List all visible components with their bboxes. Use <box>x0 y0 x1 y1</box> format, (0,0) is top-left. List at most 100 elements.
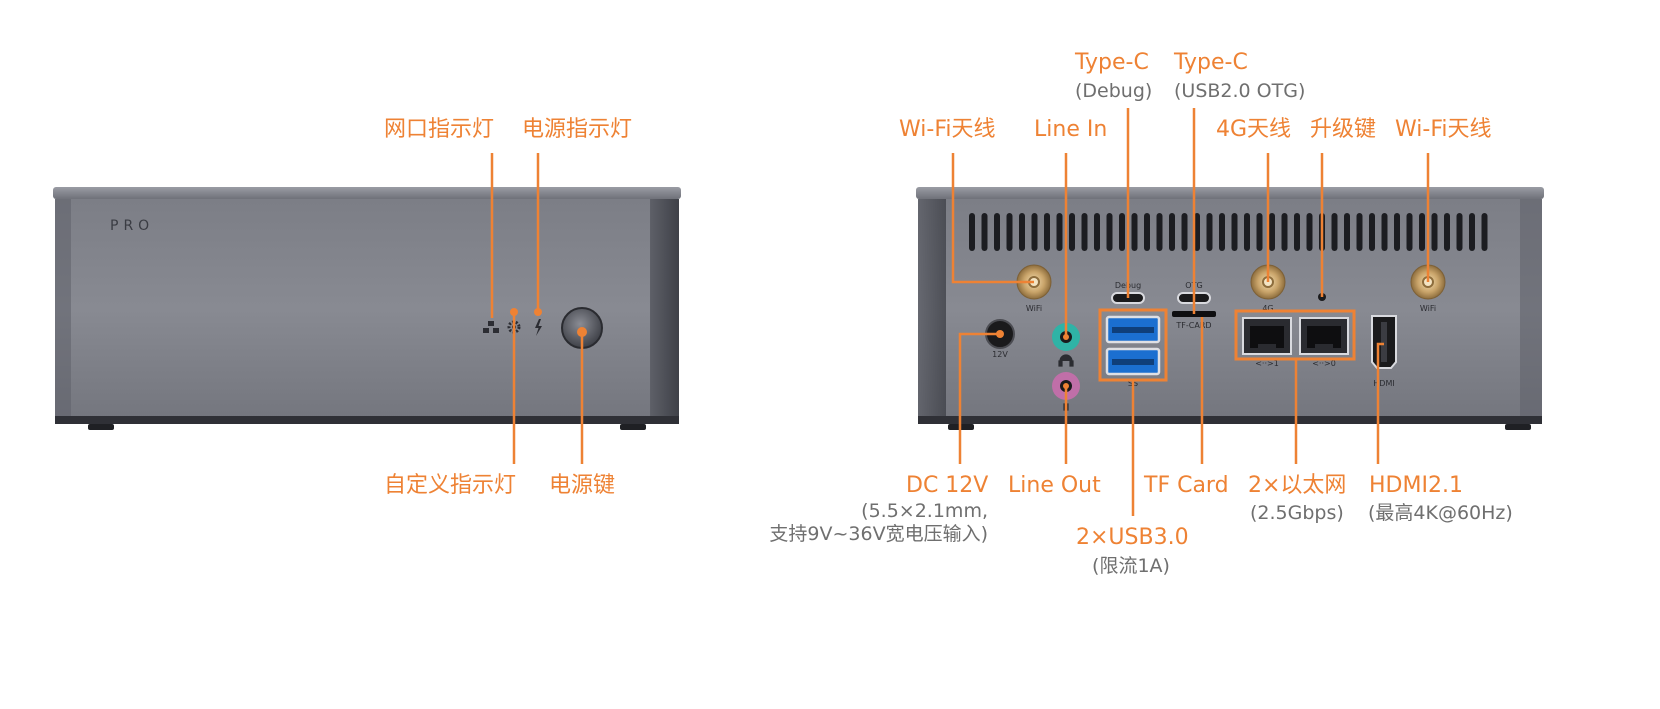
ethernet-port-0 <box>1299 317 1349 355</box>
front-bottom-lip <box>55 416 679 424</box>
label-ethernet-sub: (2.5Gbps) <box>1250 502 1344 524</box>
tf-card-silk: TF-CARD <box>1175 321 1211 330</box>
vent-slot <box>1069 213 1075 251</box>
vent-slot <box>1294 213 1300 251</box>
label-usb: 2×USB3.0 <box>1076 525 1189 550</box>
vent-slot <box>1194 213 1200 251</box>
vent-slot <box>1306 213 1313 251</box>
label-upgrade-key: 升级键 <box>1310 117 1377 142</box>
rear-foot-right <box>1505 424 1531 430</box>
label-tf-card: TF Card <box>1144 473 1229 498</box>
front-top-plate <box>53 187 681 199</box>
label-4g-antenna: 4G天线 <box>1216 117 1292 142</box>
vent-slot <box>1244 213 1250 251</box>
vent-slot <box>1381 213 1388 251</box>
usb-port-bottom-tongue <box>1112 359 1154 365</box>
label-typec-debug: Type-C <box>1075 50 1149 75</box>
rear-top-plate <box>916 187 1544 199</box>
label-power-button: 电源键 <box>549 473 616 498</box>
rear-unit: WiFi WiFi 4G Debug OTG TF-CARD 12V <box>916 108 1544 516</box>
vent-slot <box>1469 213 1475 251</box>
wifi-left-silk: WiFi <box>1026 304 1042 313</box>
label-line-in: Line In <box>1034 117 1108 142</box>
vent-slot <box>981 213 988 251</box>
vent-slot <box>1219 213 1225 251</box>
label-dc-12v: DC 12V <box>906 473 989 498</box>
rear-left-edge <box>918 199 946 419</box>
vent-slot <box>1356 213 1363 251</box>
vent-slot <box>1331 213 1338 251</box>
front-unit: PRO <box>53 153 681 464</box>
label-dc-12v-sub-line1: (5.5×2.1mm, <box>861 500 988 522</box>
vent-slot <box>1031 213 1038 251</box>
label-usb-sub: (限流1A) <box>1092 555 1170 577</box>
label-wifi-antenna-right: Wi-Fi天线 <box>1395 117 1492 142</box>
vent-slot <box>1344 213 1350 251</box>
lightning-icon <box>535 319 542 336</box>
label-typec-otg-sub: (USB2.0 OTG) <box>1174 80 1306 102</box>
network-icon <box>483 321 499 333</box>
rear-right-edge <box>1520 199 1542 419</box>
vent-slot <box>1281 213 1288 251</box>
label-custom-led: 自定义指示灯 <box>384 473 517 498</box>
vent-slot <box>1131 213 1138 251</box>
front-right-edge <box>650 199 679 419</box>
vent-slot <box>1419 213 1425 251</box>
vent-slot <box>1394 213 1400 251</box>
label-dc-12v-sub-line2: 支持9V~36V宽电压输入) <box>769 522 988 545</box>
4g-silk: 4G <box>1262 304 1273 313</box>
front-foot-right <box>620 424 646 430</box>
rear-bottom-lip <box>918 416 1542 424</box>
front-leader-lines <box>490 153 584 464</box>
label-typec-debug-sub: (Debug) <box>1075 80 1153 102</box>
front-foot-left <box>88 424 114 430</box>
usb-port-top-tongue <box>1112 327 1154 333</box>
vent-slot <box>1256 213 1263 251</box>
front-left-edge <box>55 199 71 419</box>
vent-slot <box>1156 213 1163 251</box>
hdmi-port-tongue <box>1381 322 1387 362</box>
label-ethernet: 2×以太网 <box>1248 473 1347 498</box>
hdmi-silk: HDMI <box>1373 379 1394 388</box>
vent-slot <box>1119 213 1125 251</box>
vent-slot <box>1006 213 1013 251</box>
label-wifi-antenna-left: Wi-Fi天线 <box>899 117 996 142</box>
dc-silk: 12V <box>992 350 1008 359</box>
rear-leader-lines <box>951 108 1430 516</box>
vent-slot <box>1231 213 1238 251</box>
vent-slot <box>969 213 975 251</box>
vent-slot <box>1431 213 1438 251</box>
label-line-out: Line Out <box>1008 473 1101 498</box>
vent-slot <box>1456 213 1463 251</box>
label-hdmi: HDMI2.1 <box>1369 473 1463 498</box>
vent-slot <box>1206 213 1213 251</box>
label-dc-12v-sub: (5.5×2.1mm, 支持9V~36V宽电压输入) <box>720 500 988 546</box>
vent-slot <box>1094 213 1100 251</box>
vent-slot <box>1106 213 1113 251</box>
vent-slot <box>1044 213 1050 251</box>
vent-slot <box>1081 213 1088 251</box>
ventilation-grille <box>969 213 1488 251</box>
label-hdmi-sub: (最高4K@60Hz) <box>1368 502 1513 524</box>
vent-slot <box>1056 213 1063 251</box>
label-network-led: 网口指示灯 <box>384 117 495 142</box>
ethernet-port-1 <box>1242 317 1292 355</box>
headphone-icon <box>1058 354 1074 367</box>
lan1-silk: <··>1 <box>1255 359 1279 368</box>
vent-slot <box>1481 213 1488 251</box>
vent-slot <box>994 213 1000 251</box>
label-power-led: 电源指示灯 <box>522 117 633 142</box>
vent-slot <box>1444 213 1450 251</box>
wifi-right-silk: WiFi <box>1420 304 1436 313</box>
vent-slot <box>1169 213 1175 251</box>
vent-slot <box>1369 213 1375 251</box>
vent-slot <box>1019 213 1025 251</box>
lan0-silk: <··>0 <box>1312 359 1336 368</box>
front-brand-logo: PRO <box>110 218 154 234</box>
label-typec-otg: Type-C <box>1174 50 1248 75</box>
vent-slot <box>1144 213 1150 251</box>
vent-slot <box>1181 213 1188 251</box>
vent-slot <box>1406 213 1413 251</box>
